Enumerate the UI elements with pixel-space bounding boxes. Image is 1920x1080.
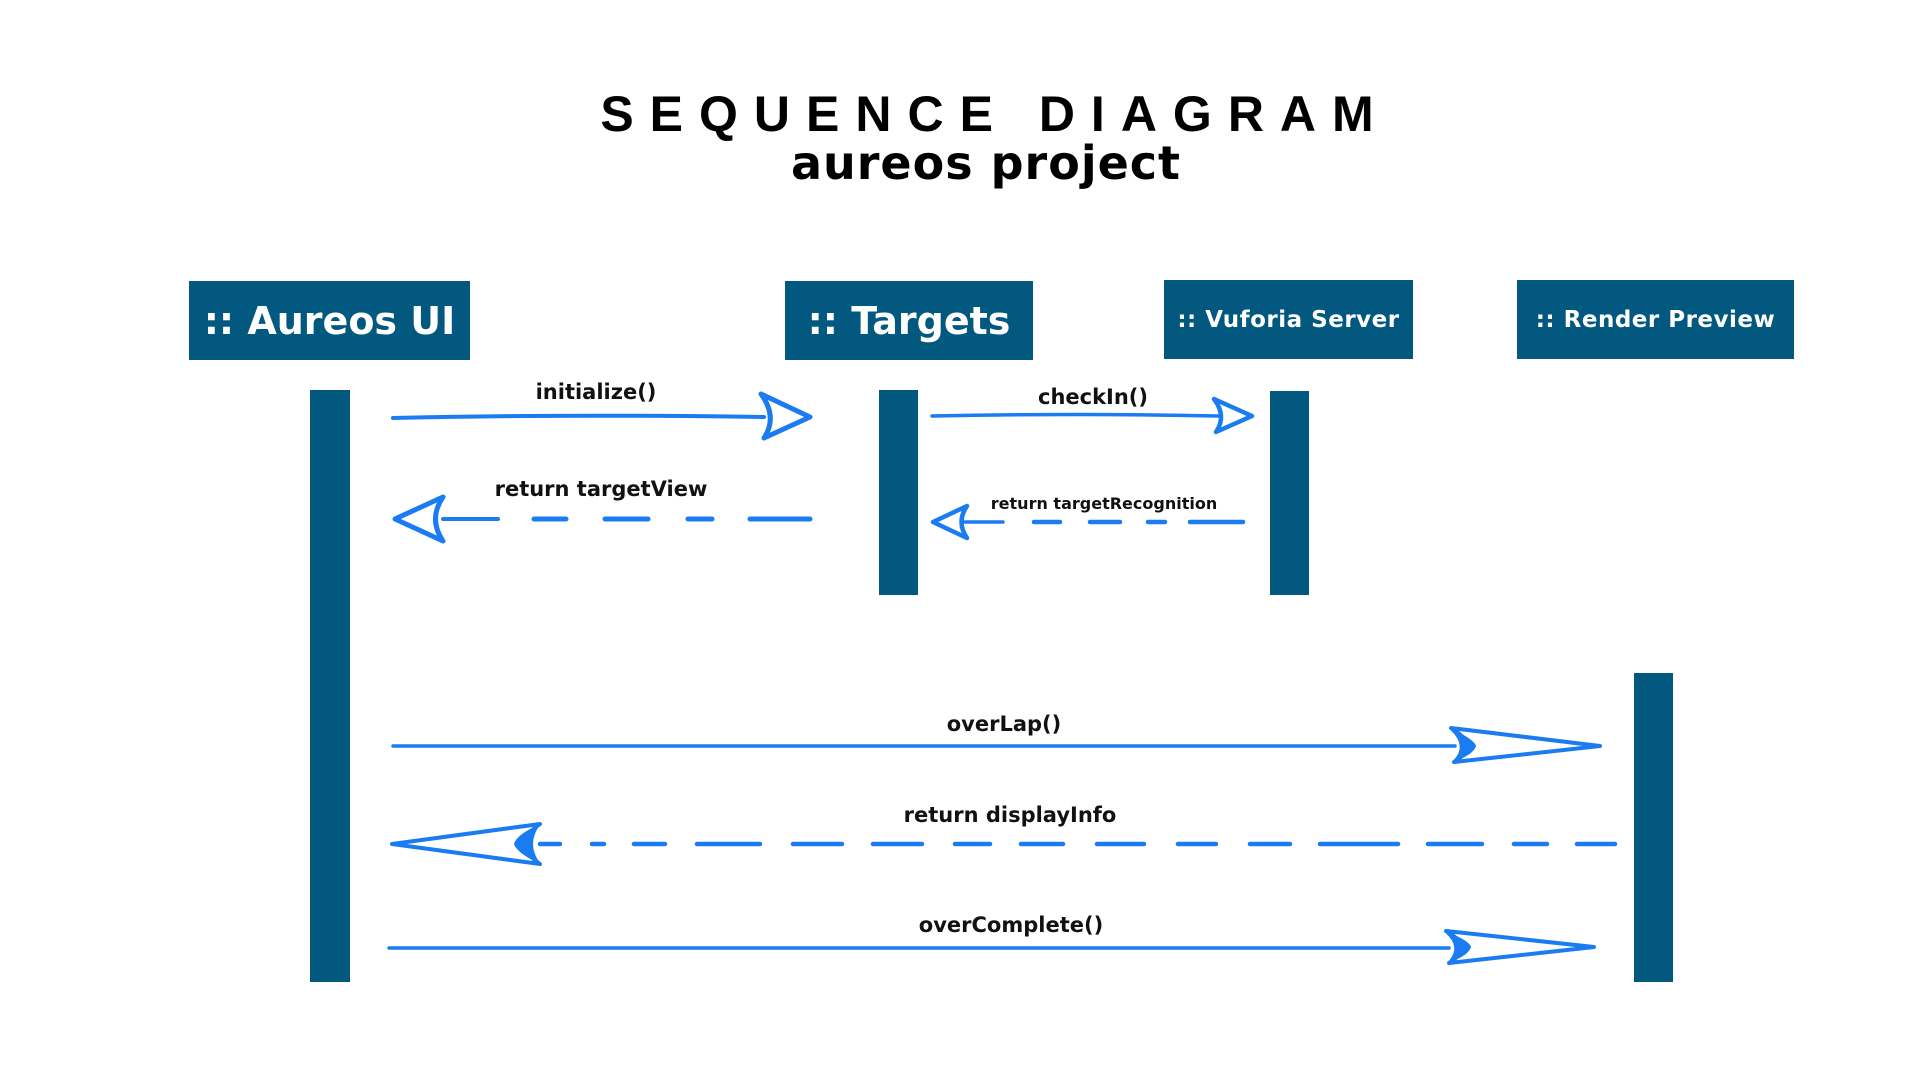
actor-aureos-ui: :: Aureos UI [189,281,470,360]
arrow-return-target-view [392,494,813,544]
arrow-overcomplete [387,929,1596,965]
arrow-return-display-info [390,822,1618,866]
actor-targets: :: Targets [785,281,1033,360]
message-label-initialize: initialize() [535,380,657,404]
activation-bar-render-preview [1634,673,1673,982]
arrow-checkin [930,396,1255,435]
message-label-overlap: overLap() [946,712,1062,736]
diagram-subtitle: aureos project [790,136,1182,190]
message-label-return-target-recognition: return targetRecognition [990,494,1218,513]
arrow-initialize [391,391,813,441]
diagram-title: SEQUENCE DIAGRAM [600,86,1390,142]
activation-bar-vuforia-server [1270,391,1309,595]
activation-bar-targets [879,390,918,595]
arrow-return-target-recognition [930,503,1246,541]
arrow-overlap [391,726,1602,764]
message-label-checkin: checkIn() [1037,385,1149,409]
actor-render-preview: :: Render Preview [1517,280,1794,359]
activation-bar-aureos-ui [310,390,350,982]
message-label-return-target-view: return targetView [494,477,708,501]
message-label-return-display-info: return displayInfo [903,803,1117,827]
message-label-overcomplete: overComplete() [918,913,1104,937]
actor-vuforia-server: :: Vuforia Server [1164,280,1413,359]
